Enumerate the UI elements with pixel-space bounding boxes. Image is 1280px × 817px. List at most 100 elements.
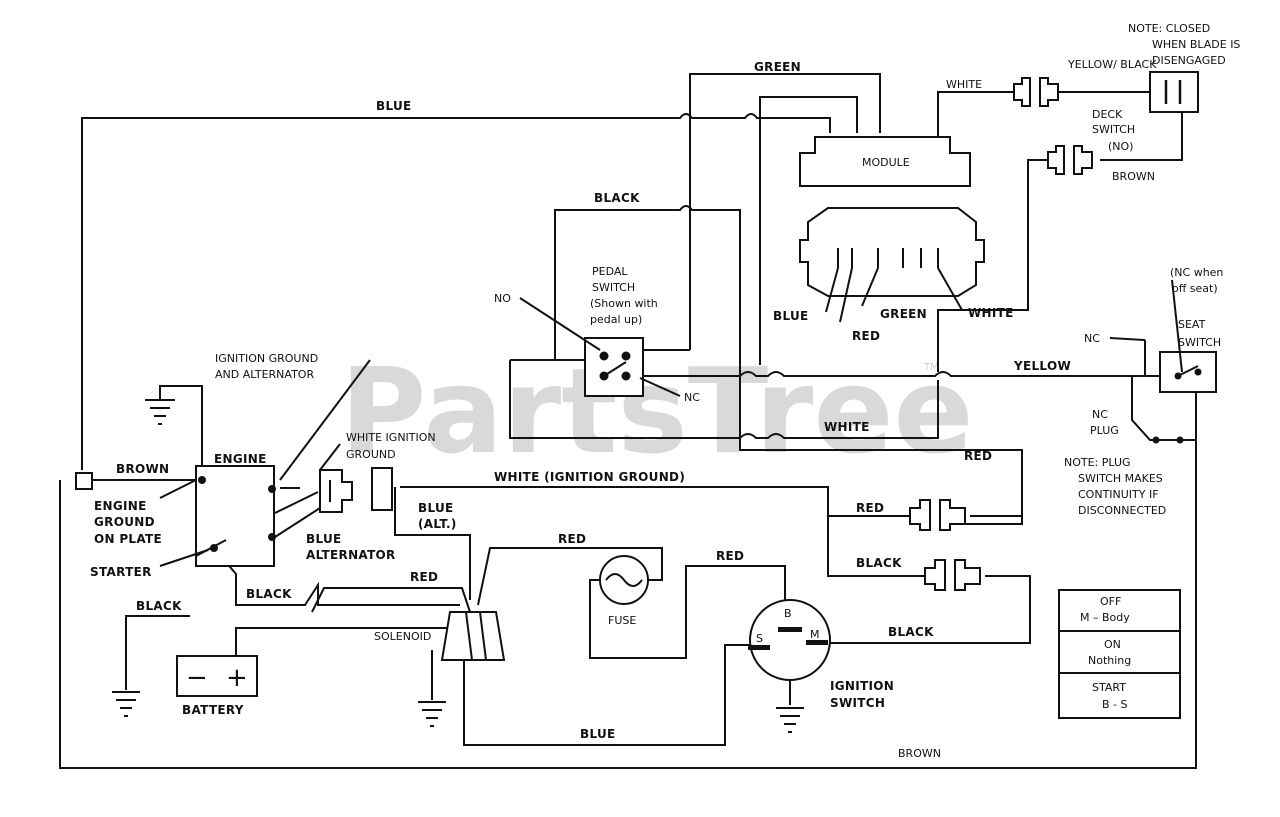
plug-note: SWITCH MAKES — [1078, 472, 1163, 485]
wire-battery-black — [125, 611, 457, 690]
engine-terminal — [198, 476, 206, 484]
solenoid-inner — [465, 611, 487, 661]
battery-label: BATTERY — [182, 703, 244, 717]
pedal-contact — [621, 371, 631, 381]
wire-seat-right — [500, 390, 1197, 769]
battery-plus: + — [226, 663, 248, 693]
seat-switch-label: SWITCH — [1178, 336, 1221, 349]
ground-symbol — [776, 707, 804, 733]
wire-white-deck — [937, 91, 1014, 142]
harness-blue-label: BLUE — [773, 309, 809, 323]
ign-m-label: M — [810, 628, 820, 641]
deck-white-connector — [1013, 77, 1059, 107]
engine-ground-label: ENGINE — [94, 499, 147, 513]
blue-alternator-label: ALTERNATOR — [306, 548, 396, 562]
table-detail-off: M – Body — [1080, 611, 1130, 624]
wire-label-white-ign: WHITE (IGNITION GROUND) — [494, 470, 685, 484]
engine-terminal — [268, 533, 276, 541]
ignition-switch-body — [749, 599, 831, 681]
wire-brown-bottom — [59, 480, 500, 769]
seat-nc-note: (NC when — [1170, 266, 1223, 279]
wire-label-red-conn: RED — [856, 501, 884, 515]
wire-blue-top — [81, 113, 831, 470]
wire-black-module — [759, 96, 858, 365]
watermark-tm: TM — [923, 362, 939, 373]
wire-green-top — [689, 73, 881, 350]
pedal-no-label: NO — [494, 292, 511, 305]
fuse-element — [605, 573, 643, 587]
ignition-switch-label: SWITCH — [830, 696, 885, 710]
battery-minus: − — [186, 663, 208, 693]
wire-label-yellow-black: YELLOW/ BLACK — [1067, 58, 1157, 71]
white-ign-ground-label: WHITE IGNITION — [346, 431, 436, 444]
pedal-contact — [621, 351, 631, 361]
black-connector — [924, 559, 981, 591]
battery-body — [176, 655, 258, 697]
nc-plug-contact — [1176, 436, 1184, 444]
starter-label: STARTER — [90, 565, 152, 579]
engine-label: ENGINE — [214, 452, 267, 466]
plug-note: DISCONNECTED — [1078, 504, 1166, 517]
wire-white-ign — [400, 486, 925, 577]
wire-label-red-right: RED — [964, 449, 992, 463]
deck-switch-label: SWITCH — [1092, 123, 1135, 136]
nc-plug-label: NC — [1092, 408, 1108, 421]
ground-symbol — [112, 691, 140, 717]
deck-switch-body — [1149, 71, 1199, 113]
watermark: PartsTree — [340, 342, 974, 480]
module-label: MODULE — [862, 156, 910, 169]
harness-pins — [825, 248, 963, 323]
pedal-switch-arm — [603, 361, 627, 377]
deck-note: DISENGAGED — [1152, 54, 1226, 67]
ignition-switch-label: IGNITION — [830, 679, 894, 693]
plug-note: CONTINUITY IF — [1078, 488, 1159, 501]
wire-label-blue-alt: BLUE — [418, 501, 454, 515]
pedal-switch-label: (Shown with — [590, 297, 658, 310]
ign-s-label: S — [756, 632, 763, 645]
wire-label-red-fuse: RED — [558, 532, 586, 546]
wire-label-black: BLACK — [594, 191, 640, 205]
wire-label-blue-top: BLUE — [376, 99, 412, 113]
fuse-label: FUSE — [608, 614, 636, 627]
wire-black-engine — [213, 547, 460, 606]
wire-label-black-engine: BLACK — [246, 587, 292, 601]
ground-symbol — [418, 701, 446, 727]
wire-blue-bottom — [463, 644, 752, 746]
wire-label-yellow-seat: YELLOW — [1013, 359, 1071, 373]
deck-brown-connector — [1047, 145, 1093, 175]
wire-label-blue-alt: (ALT.) — [418, 517, 457, 531]
wire-label-brown-left: BROWN — [116, 462, 169, 476]
engine-terminal — [268, 485, 276, 493]
blue-alternator-label: BLUE — [306, 532, 342, 546]
solenoid-body — [440, 611, 506, 661]
alternator-connector — [319, 467, 393, 513]
wire-alt — [274, 491, 321, 538]
table-state-start: START — [1092, 681, 1126, 694]
deck-switch-label: (NO) — [1108, 140, 1133, 153]
wire-deck-brown — [1100, 112, 1183, 161]
seat-switch-label: SEAT — [1178, 318, 1206, 331]
deck-switch-contacts — [1164, 80, 1182, 104]
table-detail-start: B - S — [1102, 698, 1128, 711]
harness-white-label: WHITE — [968, 306, 1014, 320]
wire-label-blue-bottom: BLUE — [580, 727, 616, 741]
wire-black-conn — [826, 575, 1031, 644]
harness-green-label: GREEN — [880, 307, 927, 321]
ignition-ground-alt-label: IGNITION GROUND — [215, 352, 318, 365]
wire-blue-alt — [394, 487, 471, 600]
brown-connector — [75, 472, 93, 490]
plug-note: NOTE: PLUG — [1064, 456, 1131, 469]
ign-terminal-s — [748, 645, 770, 650]
module-body — [799, 136, 971, 187]
white-ign-ground-label: GROUND — [346, 448, 396, 461]
seat-nc-label: NC — [1084, 332, 1100, 345]
wire-layer — [59, 73, 1197, 769]
ignition-ground-alt-label: AND ALTERNATOR — [215, 368, 314, 381]
table-state-on: ON — [1104, 638, 1121, 651]
solenoid-label: SOLENOID — [374, 630, 431, 643]
wire-label-white-deck: WHITE — [946, 78, 982, 91]
wire-label-brown-deck: BROWN — [1112, 170, 1155, 183]
pedal-contact — [599, 351, 609, 361]
nc-plug-contact — [1152, 436, 1160, 444]
